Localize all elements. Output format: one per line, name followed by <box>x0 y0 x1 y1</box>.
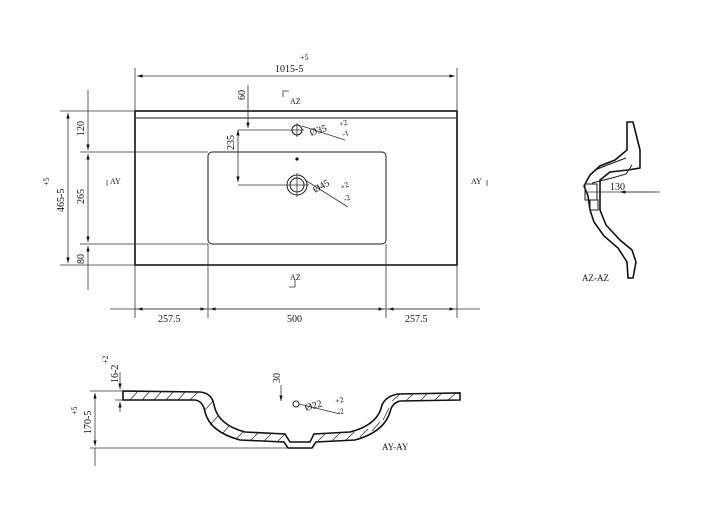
height-tol-plus: +5 <box>70 406 79 415</box>
depth-tol-plus: +5 <box>42 177 51 186</box>
hole-front-tol-minus: -2 <box>336 406 345 416</box>
dim-120: 120 <box>76 121 87 136</box>
marker-az-bottom: AZ <box>290 273 301 282</box>
hole-front-tol-plus: +2 <box>334 395 345 406</box>
dim-30: 30 <box>272 373 283 383</box>
top-view: +5 1015-5 60 235 AZ AZ AY AY Ø35 +2 -1 Ø… <box>42 53 488 325</box>
height-label: 170-5 <box>83 411 94 434</box>
basin-outline <box>134 110 458 266</box>
side-profile <box>583 121 641 279</box>
section-label-az: AZ-AZ <box>582 273 609 283</box>
width-label: 1015-5 <box>275 64 303 75</box>
hole-front-label: Ø22 <box>304 399 324 414</box>
thickness-label: 16-2 <box>110 365 121 383</box>
dim-bottom-right: 257.5 <box>405 314 428 325</box>
thickness-tol-plus: +2 <box>101 355 110 364</box>
hole-large-tol-plus: +2 <box>339 180 351 192</box>
marker-ay-right: AY <box>471 177 482 186</box>
side-section: 130 AZ-AZ <box>582 121 660 283</box>
bowl-outline <box>207 151 387 245</box>
hole-small-label: Ø35 <box>309 123 329 139</box>
hole-small-tol-minus: -1 <box>341 128 350 139</box>
marker-ay-left: AY <box>110 177 121 186</box>
dim-265: 265 <box>76 189 87 204</box>
hole-large-tol-minus: -2 <box>342 193 352 204</box>
hole-small-tol-plus: +2 <box>338 118 349 129</box>
marker-az-top: AZ <box>290 97 301 106</box>
hole-large-label: Ø45 <box>311 178 331 196</box>
dim-bottom-left: 257.5 <box>158 314 181 325</box>
hatch-pattern <box>129 390 457 442</box>
dim-130: 130 <box>610 182 625 193</box>
depth-label: 465-5 <box>56 189 67 212</box>
front-section: Ø22 +2 -2 30 +2 16-2 +5 170-5 AY-AY <box>70 355 461 466</box>
overflow-dot <box>295 157 299 161</box>
dim-235: 235 <box>226 135 237 150</box>
overflow-hole <box>292 400 300 408</box>
section-label-ay: AY-AY <box>382 442 409 452</box>
width-tol-plus: +5 <box>300 53 309 62</box>
dim-bottom-mid: 500 <box>287 314 302 325</box>
dim-60: 60 <box>237 90 248 100</box>
dim-80: 80 <box>76 254 87 264</box>
front-profile <box>122 390 461 449</box>
